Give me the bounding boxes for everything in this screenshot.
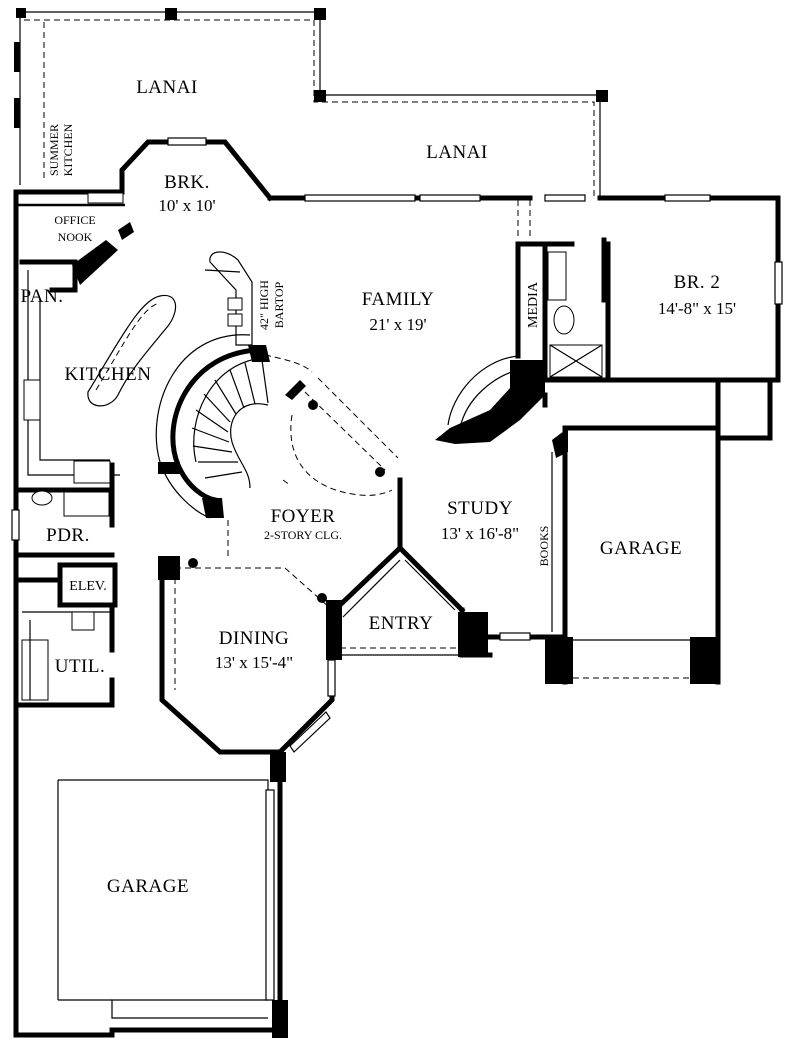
study-label: STUDY: [447, 498, 513, 519]
summer-kitchen-label-1: SUMMER: [47, 124, 61, 176]
garage-west: [57, 752, 288, 1038]
family-label: FAMILY: [362, 289, 435, 310]
study-dims: 13' x 16'-8": [441, 524, 519, 543]
kitchen-zone-walls: [18, 192, 134, 484]
garage-east-label: GARAGE: [600, 538, 682, 559]
study-walls: [396, 355, 568, 658]
entry-walls: [336, 544, 460, 656]
elevator-label: ELEV.: [69, 579, 106, 594]
utility-label: UTIL.: [55, 656, 106, 677]
summer-kitchen-label-2: KITCHEN: [61, 123, 75, 176]
books-label: BOOKS: [537, 526, 551, 567]
media-label: MEDIA: [526, 281, 541, 328]
foyer-dashes: [227, 479, 291, 560]
entry-label: ENTRY: [369, 613, 434, 634]
foyer-note: 2-STORY CLG.: [264, 528, 342, 542]
media-bath-walls: [515, 200, 721, 383]
office-nook-label-1: OFFICE: [54, 213, 95, 227]
lanai-east-label: LANAI: [426, 142, 488, 163]
foyer-balcony: [264, 354, 403, 551]
exterior-walls: [13, 139, 781, 1038]
garage-east-door: [545, 637, 718, 684]
spiral-stair: [155, 334, 270, 519]
bartop-counter: [204, 251, 253, 346]
office-nook-label-2: NOOK: [58, 230, 93, 244]
dining-walls: [158, 556, 342, 755]
bedroom2-dims: 14'-8" x 15': [658, 299, 736, 318]
kitchen-island: [87, 294, 177, 407]
bedroom2-label: BR. 2: [674, 272, 721, 293]
powder-label: PDR.: [46, 525, 90, 546]
lanai-west-label: LANAI: [136, 77, 198, 98]
family-dims: 21' x 19': [369, 315, 426, 334]
kitchen-label: KITCHEN: [65, 364, 152, 385]
garage-west-label: GARAGE: [107, 876, 189, 897]
dining-label: DINING: [219, 628, 290, 649]
dining-dims: 13' x 15'-4": [215, 653, 293, 672]
bartop-label-2: BARTOP: [272, 281, 286, 328]
windows: [11, 137, 783, 541]
breakfast-dims: 10' x 10': [158, 196, 215, 215]
foyer-label: FOYER: [271, 506, 336, 527]
service-room-walls: [13, 462, 118, 708]
lanai-area: [14, 8, 608, 198]
pantry-label: PAN.: [20, 286, 63, 307]
bartop-label-1: 42" HIGH: [257, 280, 271, 330]
breakfast-label: BRK.: [164, 172, 210, 193]
